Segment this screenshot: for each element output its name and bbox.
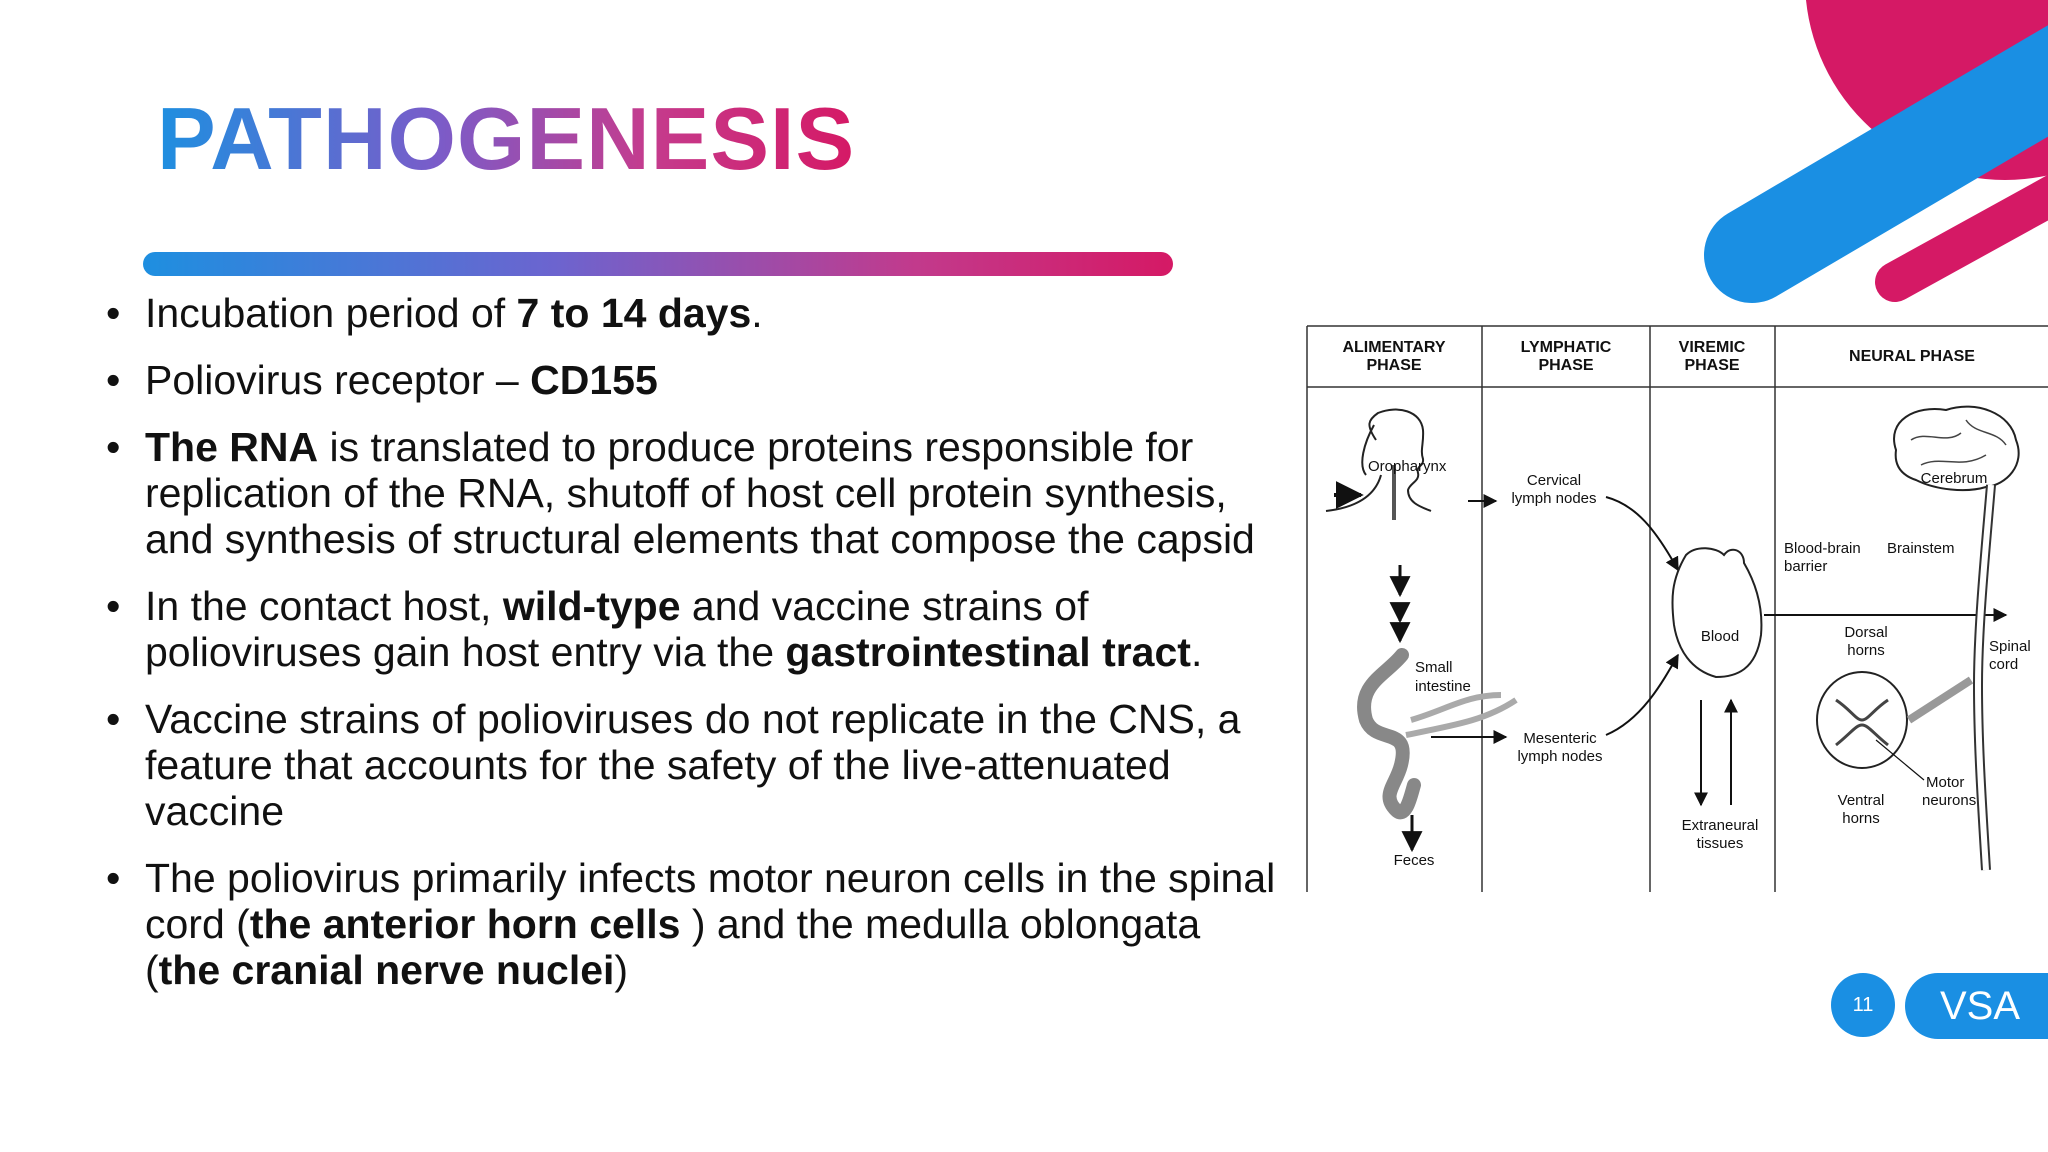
bullet-item: Poliovirus receptor – CD155 (106, 357, 1286, 403)
bullet-text: Poliovirus receptor – (145, 357, 531, 403)
page-number-badge: 11 (1831, 973, 1895, 1037)
header-lymphatic-1: LYMPHATIC (1521, 339, 1612, 356)
label-motor-1: Motor (1926, 774, 1964, 791)
label-bbb-1: Blood-brain (1784, 540, 1861, 557)
label-cerebrum: Cerebrum (1921, 470, 1988, 487)
bullet-bold-text: CD155 (530, 357, 658, 403)
pointer-to-spinal-cord (1906, 676, 1974, 724)
header-lymphatic-2: PHASE (1538, 357, 1593, 374)
bullet-item: The RNA is translated to produce protein… (106, 424, 1286, 562)
label-cervical-2: lymph nodes (1511, 490, 1596, 507)
bullet-bold-text: the cranial nerve nuclei (158, 947, 615, 993)
bullet-text: . (751, 290, 763, 336)
bullet-text: . (1190, 629, 1203, 675)
header-viremic-1: VIREMIC (1679, 339, 1746, 356)
brand-logo-badge: VSA (1905, 973, 2048, 1039)
heart-shape (1671, 547, 1763, 679)
table-frame (1306, 325, 2048, 892)
pointer-motor-neurons (1875, 739, 1925, 781)
label-feces: Feces (1394, 852, 1435, 869)
bullet-text: In the contact host, (145, 583, 503, 629)
magenta-circle-shape (1806, 0, 2048, 180)
label-small-intestine-2: intestine (1415, 678, 1471, 695)
label-small-intestine-1: Small (1415, 659, 1453, 676)
label-brainstem: Brainstem (1887, 540, 1955, 557)
bullet-bold-text: The RNA (145, 424, 319, 470)
header-viremic-2: PHASE (1684, 357, 1739, 374)
pathogenesis-figure: ALIMENTARY PHASE LYMPHATIC PHASE VIREMIC… (1306, 325, 2048, 892)
bullet-item: Incubation period of 7 to 14 days. (106, 290, 1286, 336)
header-neural: NEURAL PHASE (1849, 348, 1975, 365)
head-profile-icon (1325, 408, 1432, 512)
label-extraneural-1: Extraneural (1682, 817, 1759, 834)
bullet-text: Incubation period of (145, 290, 517, 336)
label-dorsal-1: Dorsal (1844, 624, 1887, 641)
blue-diagonal-bar (1704, 25, 2048, 303)
bullet-text: and vaccine strains of polioviruses gain… (145, 583, 1089, 675)
bullet-item: Vaccine strains of polioviruses do not r… (106, 696, 1286, 834)
bullet-text: The poliovirus primarily infects motor n… (145, 855, 1276, 947)
bullet-text: Vaccine strains of polioviruses do not r… (145, 696, 1241, 834)
label-motor-2: neurons (1922, 792, 1976, 809)
label-blood: Blood (1701, 628, 1739, 645)
bullet-text: ) (614, 947, 629, 993)
label-ventral-1: Ventral (1838, 792, 1885, 809)
magenta-diagonal-bar (1875, 174, 2048, 302)
bullet-list: Incubation period of 7 to 14 days. Poliov… (106, 290, 1286, 1014)
label-cervical-1: Cervical (1527, 472, 1581, 489)
label-spinal-1: Spinal (1989, 638, 2031, 655)
label-mesenteric-1: Mesenteric (1523, 730, 1597, 747)
small-intestine-shape (1357, 648, 1421, 820)
label-extraneural-2: tissues (1697, 835, 1744, 852)
brain-folds (1910, 419, 2007, 466)
label-spinal-2: cord (1989, 656, 2018, 673)
title-underline-bar (143, 252, 1173, 276)
page-title: PATHOGENESIS (157, 89, 856, 188)
pathogenesis-diagram: ALIMENTARY PHASE LYMPHATIC PHASE VIREMIC… (1306, 325, 2048, 892)
label-dorsal-2: horns (1847, 642, 1885, 659)
header-alimentary-1: ALIMENTARY (1342, 339, 1445, 356)
header-alimentary-2: PHASE (1366, 357, 1421, 374)
bullet-bold-text: wild-type (502, 583, 681, 629)
bullet-text: is translated to produce proteins respon… (145, 424, 1255, 562)
bullet-bold-text: gastrointestinal tract (785, 629, 1191, 675)
mesentery-vessels (1405, 692, 1518, 738)
label-ventral-2: horns (1842, 810, 1880, 827)
label-bbb-2: barrier (1784, 558, 1827, 575)
arrow-cervical-to-blood (1605, 496, 1679, 572)
bullet-bold-text: the anterior horn cells (249, 901, 681, 947)
bullet-text: ) and the medulla oblongata ( (145, 901, 1201, 993)
bullet-bold-text: 7 to 14 days (516, 290, 752, 336)
gray-matter-butterfly (1835, 698, 1889, 747)
bullet-item: In the contact host, wild-type and vacci… (106, 583, 1286, 675)
brain-shape (1893, 405, 2020, 492)
arrow-mesenteric-to-blood (1605, 653, 1679, 736)
label-oropharynx: Oropharynx (1368, 458, 1447, 475)
bullet-item: The poliovirus primarily infects motor n… (106, 855, 1286, 993)
label-mesenteric-2: lymph nodes (1517, 748, 1602, 765)
spinal-cord-inner (1974, 484, 1994, 871)
